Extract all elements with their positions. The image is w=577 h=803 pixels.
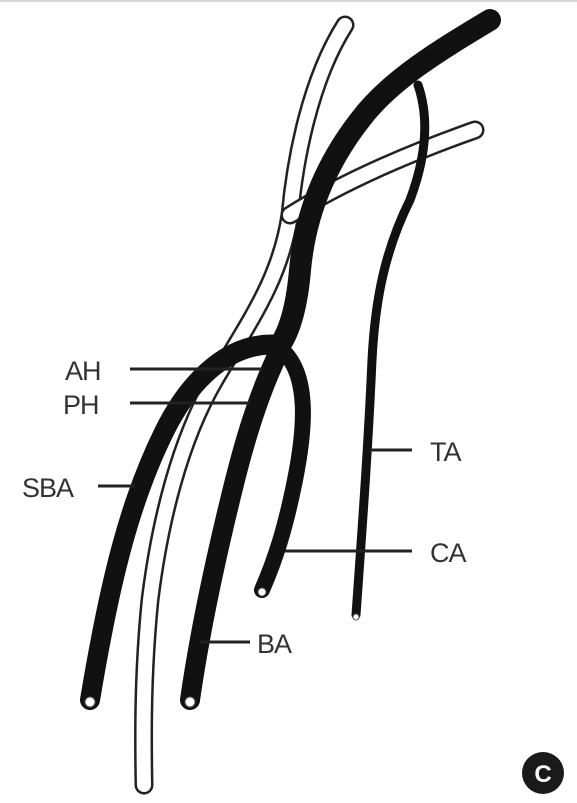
end-cap-ca — [258, 588, 266, 596]
black-vessel-trunk — [280, 20, 490, 345]
label-sba: SBA — [22, 473, 74, 503]
label-ah: AH — [65, 356, 101, 386]
label-ph: PH — [63, 390, 99, 420]
label-ca: CA — [430, 538, 466, 568]
panel-badge: C — [522, 752, 564, 794]
end-cap-ta — [353, 614, 359, 620]
label-ta: TA — [430, 437, 461, 467]
end-cap-ba — [185, 697, 195, 707]
panel-letter: C — [534, 761, 551, 788]
label-ba: BA — [257, 629, 292, 659]
end-cap-sba — [85, 697, 95, 707]
